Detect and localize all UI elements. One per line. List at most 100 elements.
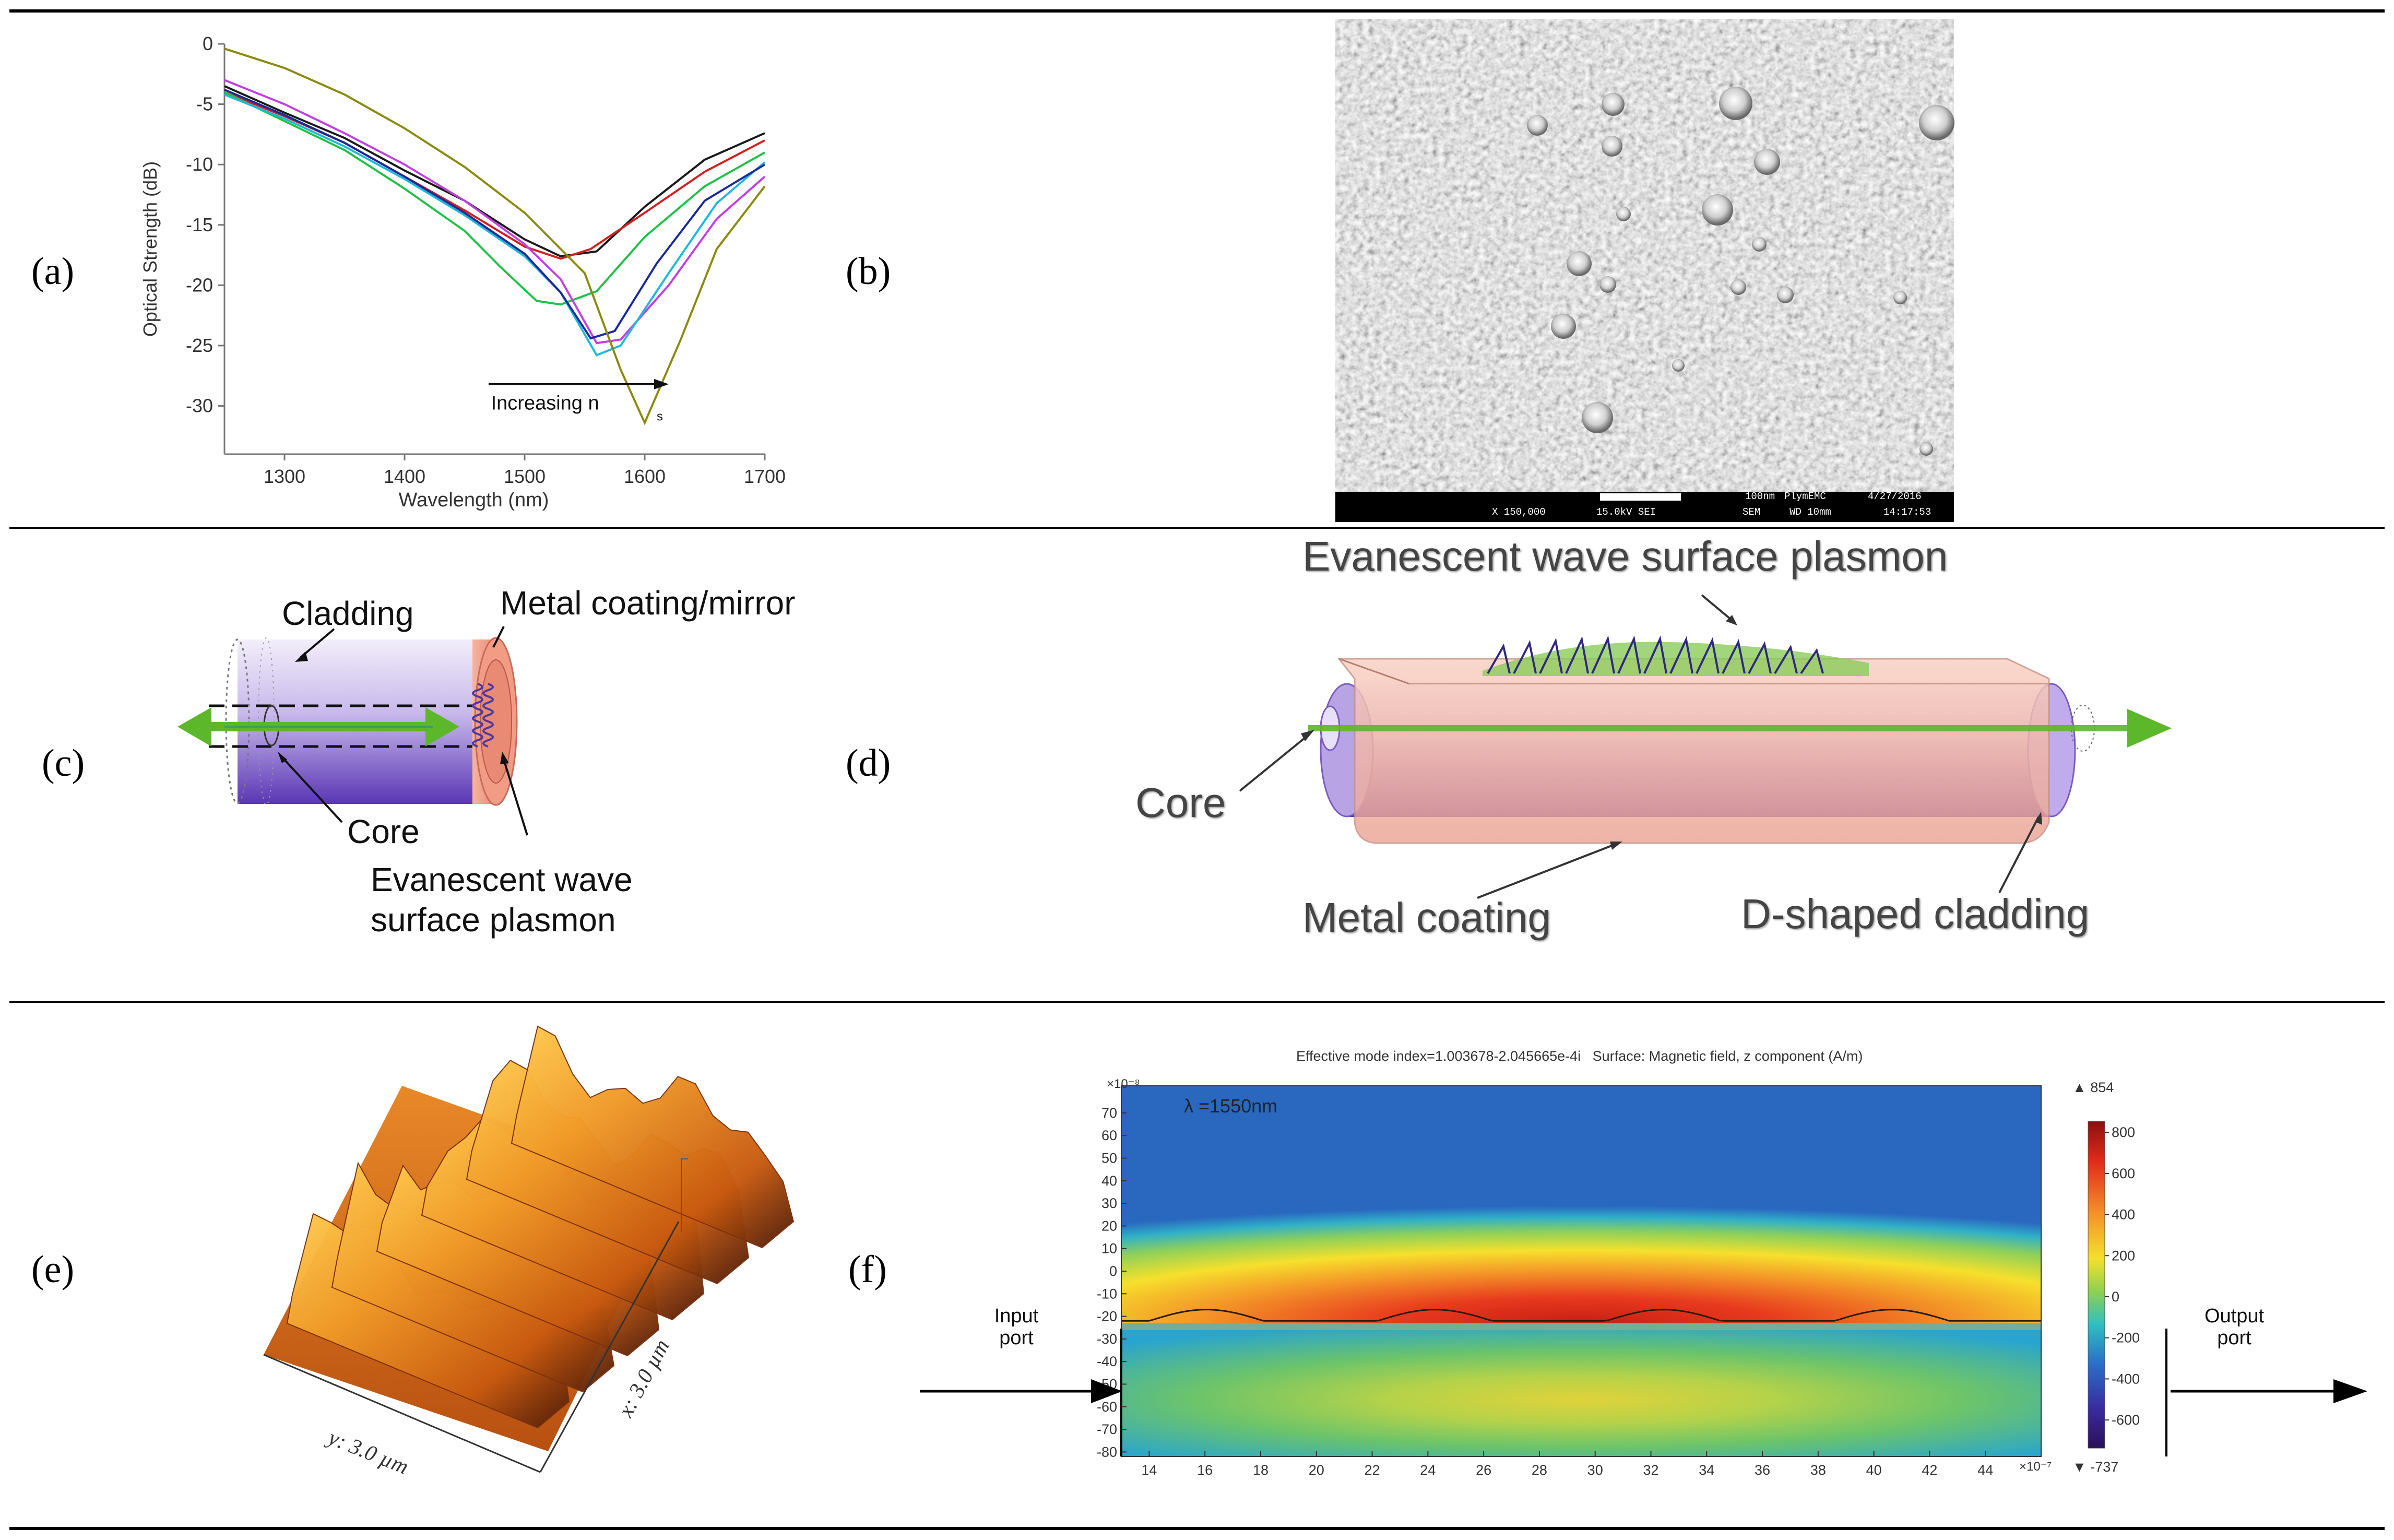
f-y-tick-label: 10 [1101, 1241, 1117, 1257]
f-y-tick-label: -30 [1097, 1331, 1117, 1347]
a-y-tick-label: -5 [196, 93, 213, 115]
f-y-tick-label: 30 [1101, 1195, 1117, 1211]
colorbar-min-label: ▼ -737 [2072, 1459, 2119, 1475]
a-annotation-subscript: s [657, 409, 663, 423]
d-core-label: Core [1135, 779, 1226, 826]
input-port-label: Input port [994, 1305, 1039, 1349]
a-series-line-2 [224, 91, 765, 306]
heatmap-y-exponent: ×10⁻⁸ [1107, 1077, 1140, 1091]
heatmap-lambda: λ =1550nm [1184, 1095, 1278, 1117]
a-x-tick-label: 1400 [384, 466, 425, 487]
sem-date: 4/27/2016 [1868, 491, 1922, 502]
f-x-tick-label: 32 [1643, 1462, 1658, 1478]
label-b: (b) [846, 250, 891, 293]
f-y-tick-label: -70 [1097, 1421, 1117, 1437]
a-series-line-5 [224, 88, 766, 340]
c-evanescent-label-2: surface plasmon [371, 901, 616, 939]
afm-ridge [376, 1164, 660, 1357]
f-colorbar-tick-label: 800 [2112, 1124, 2135, 1140]
a-annotation-arrowhead [654, 378, 669, 389]
f-x-tick-label: 40 [1866, 1462, 1882, 1478]
f-x-tick-label: 16 [1197, 1462, 1213, 1478]
f-y-tick-label: 60 [1101, 1128, 1117, 1143]
a-y-tick-label: 0 [203, 33, 213, 54]
f-x-tick-label: 18 [1253, 1462, 1269, 1478]
bottom-rule [9, 1527, 2385, 1530]
sem-mode: SEM [1743, 506, 1761, 518]
label-f: (f) [848, 1248, 887, 1291]
f-x-tick-label: 36 [1755, 1462, 1770, 1478]
sem-scale: 100nm [1745, 491, 1775, 502]
f-y-tick-label: 50 [1101, 1151, 1117, 1166]
f-x-tick-label: 30 [1587, 1462, 1603, 1478]
c-evanescent-label-1: Evanescent wave [371, 861, 633, 898]
afm-y-axis-label: y: 3.0 µm [325, 1425, 412, 1479]
c-core-label: Core [347, 813, 420, 850]
f-y-tick-label: 40 [1101, 1173, 1117, 1189]
a-y-tick-label: -20 [186, 274, 213, 295]
f-x-tick-label: 44 [1977, 1462, 1993, 1478]
a-series-line-1 [224, 91, 765, 260]
sem-time: 14:17:53 [1883, 506, 1931, 518]
label-e: (e) [31, 1248, 75, 1291]
d-metal-label: Metal coating [1302, 894, 1551, 941]
a-series-line-6 [224, 48, 766, 425]
f-y-tick-label: -80 [1097, 1444, 1117, 1460]
a-series-line-4 [224, 93, 766, 357]
f-colorbar-tick-label: -200 [2112, 1330, 2140, 1346]
d-cladding-label: D-shaped cladding [1741, 891, 2090, 937]
f-y-tick-label: 70 [1101, 1105, 1117, 1121]
f-x-tick-label: 38 [1810, 1462, 1826, 1478]
a-y-tick-label: -10 [186, 153, 213, 175]
a-x-tick-label: 1300 [264, 466, 305, 487]
f-colorbar-tick-label: 600 [2112, 1166, 2135, 1181]
f-colorbar-tick-label: 0 [2112, 1289, 2119, 1305]
f-y-tick-label: -60 [1097, 1399, 1117, 1415]
f-x-tick-label: 14 [1141, 1462, 1157, 1478]
heatmap-title: Effective mode index=1.003678-2.045665e-… [1296, 1048, 1863, 1064]
top-rule [9, 9, 2385, 13]
f-y-tick-label: 0 [1109, 1263, 1117, 1279]
f-x-tick-label: 28 [1532, 1462, 1547, 1478]
a-x-tick-label: 1600 [624, 466, 666, 487]
f-y-tick-label: -10 [1097, 1286, 1117, 1301]
sem-voltage: 15.0kV SEI [1596, 506, 1656, 518]
f-y-tick-label: 20 [1101, 1218, 1117, 1234]
label-a: (a) [31, 250, 75, 293]
afm-x-axis-label: x: 3.0 µm [613, 1335, 674, 1421]
label-d: (d) [846, 742, 891, 785]
a-series-line-0 [224, 85, 765, 257]
afm-ridge [466, 1059, 750, 1285]
a-y-tick-label: -25 [186, 335, 213, 356]
afm-ridge [286, 1213, 570, 1429]
f-colorbar-tick-label: 400 [2112, 1207, 2135, 1223]
label-c: (c) [42, 742, 85, 785]
a-x-tick-label: 1500 [504, 466, 546, 487]
c-metal-label: Metal coating/mirror [500, 584, 796, 622]
f-y-tick-label: -20 [1097, 1309, 1117, 1324]
sem-info-bar: X 150,000 15.0kV SEI SEM WD 10mm 14:17:5… [1335, 502, 1954, 521]
a-annotation-text: Increasing n [491, 392, 599, 414]
rule-2 [9, 1001, 2385, 1003]
f-x-tick-label: 20 [1309, 1462, 1324, 1478]
rule-1 [9, 527, 2385, 529]
afm-ridge [421, 1117, 705, 1321]
sem-lab: PlymEMC [1784, 491, 1826, 502]
afm-ridge [331, 1162, 615, 1393]
a-x-tick-label: 1700 [744, 466, 786, 487]
a-series-line-3 [224, 79, 766, 345]
f-x-tick-label: 24 [1420, 1462, 1436, 1478]
output-port-label: Output port [2204, 1305, 2265, 1349]
heatmap-x-exponent: ×10⁻⁷ [2019, 1460, 2052, 1474]
f-colorbar-tick-label: 200 [2112, 1248, 2135, 1263]
f-x-tick-label: 42 [1922, 1462, 1937, 1478]
sem-top-info: 100nm PlymEMC 4/27/2016 [1335, 491, 1954, 503]
c-cladding-label: Cladding [282, 595, 414, 632]
a-y-tick-label: -30 [186, 395, 213, 417]
f-x-tick-label: 26 [1476, 1462, 1491, 1478]
